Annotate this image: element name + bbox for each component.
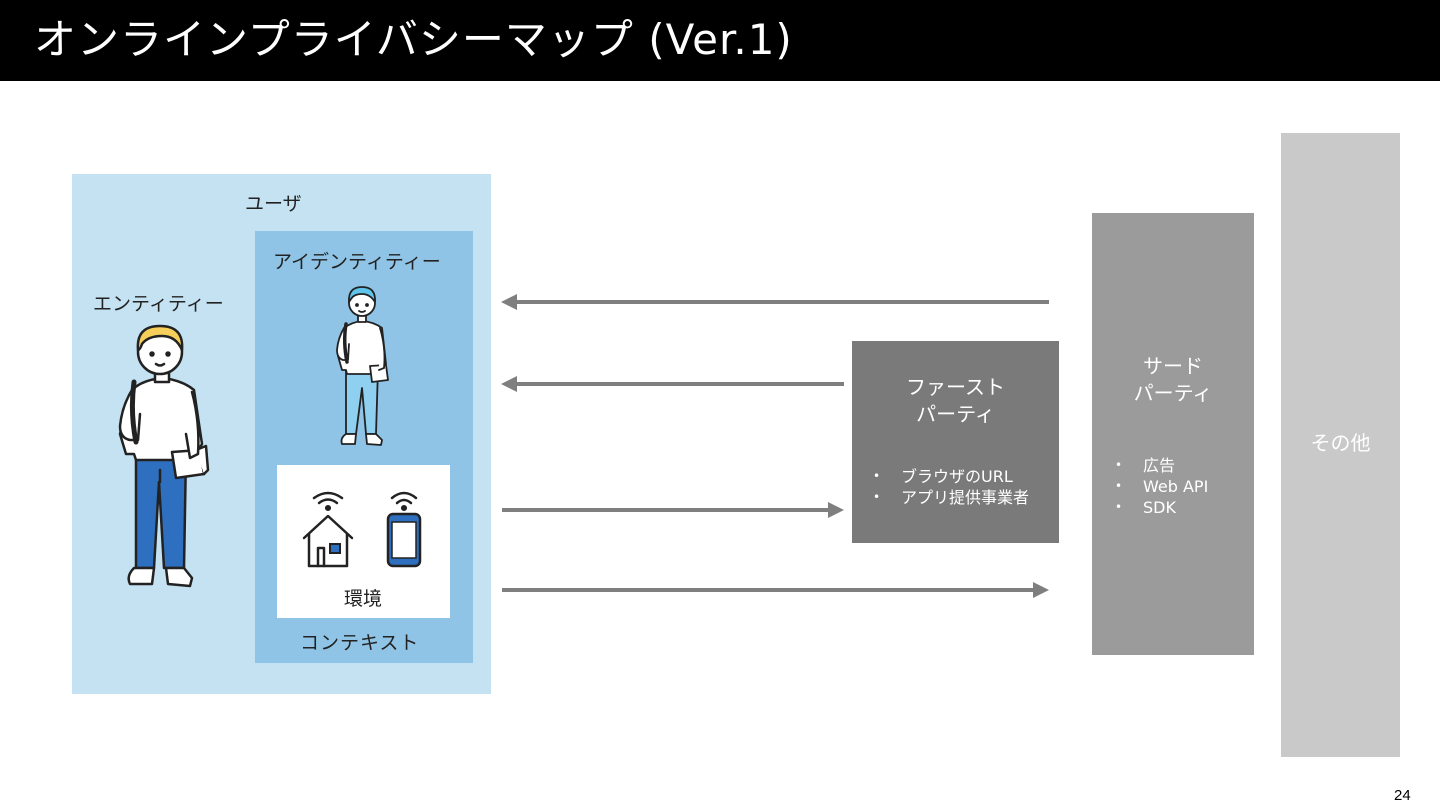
arrow-first-party-to-user bbox=[501, 376, 844, 392]
third-party-box bbox=[1092, 213, 1254, 655]
arrow-third-party-to-user bbox=[501, 294, 1049, 310]
identity-label: アイデンティティー bbox=[273, 251, 441, 273]
title-bar bbox=[0, 0, 1440, 81]
arrows-layer bbox=[501, 294, 1049, 598]
context-label: コンテキスト bbox=[300, 632, 420, 654]
other-label: その他 bbox=[1310, 431, 1371, 455]
first-party-title-line2: パーティ bbox=[916, 402, 995, 426]
third-party-title-line1: サード bbox=[1143, 354, 1203, 378]
page-title: オンラインプライバシーマップ (Ver.1) bbox=[34, 15, 793, 64]
person-small-icon bbox=[336, 286, 389, 446]
other-box bbox=[1281, 133, 1400, 757]
arrow-user-to-first-party bbox=[502, 502, 844, 518]
third-party-title-line2: パーティ bbox=[1133, 381, 1213, 405]
user-label: ユーザ bbox=[245, 193, 302, 215]
entity-label: エンティティー bbox=[93, 293, 224, 315]
first-party-box bbox=[852, 341, 1059, 543]
list-item: Web API bbox=[1115, 476, 1208, 497]
list-item: ブラウザのURL bbox=[873, 466, 1029, 487]
house-wifi-icon bbox=[302, 491, 354, 568]
person-large-icon bbox=[118, 324, 210, 588]
first-party-title-line1: ファースト bbox=[906, 375, 1005, 399]
smartphone-wifi-icon bbox=[386, 491, 422, 568]
list-item: 広告 bbox=[1115, 455, 1208, 476]
page-number: 24 bbox=[1394, 787, 1411, 804]
list-item: SDK bbox=[1115, 497, 1208, 518]
first-party-list: ブラウザのURL アプリ提供事業者 bbox=[873, 466, 1029, 508]
third-party-list: 広告 Web API SDK bbox=[1115, 455, 1208, 518]
list-item: アプリ提供事業者 bbox=[873, 487, 1029, 508]
arrow-user-to-third-party bbox=[502, 582, 1049, 598]
environment-label: 環境 bbox=[344, 588, 383, 610]
